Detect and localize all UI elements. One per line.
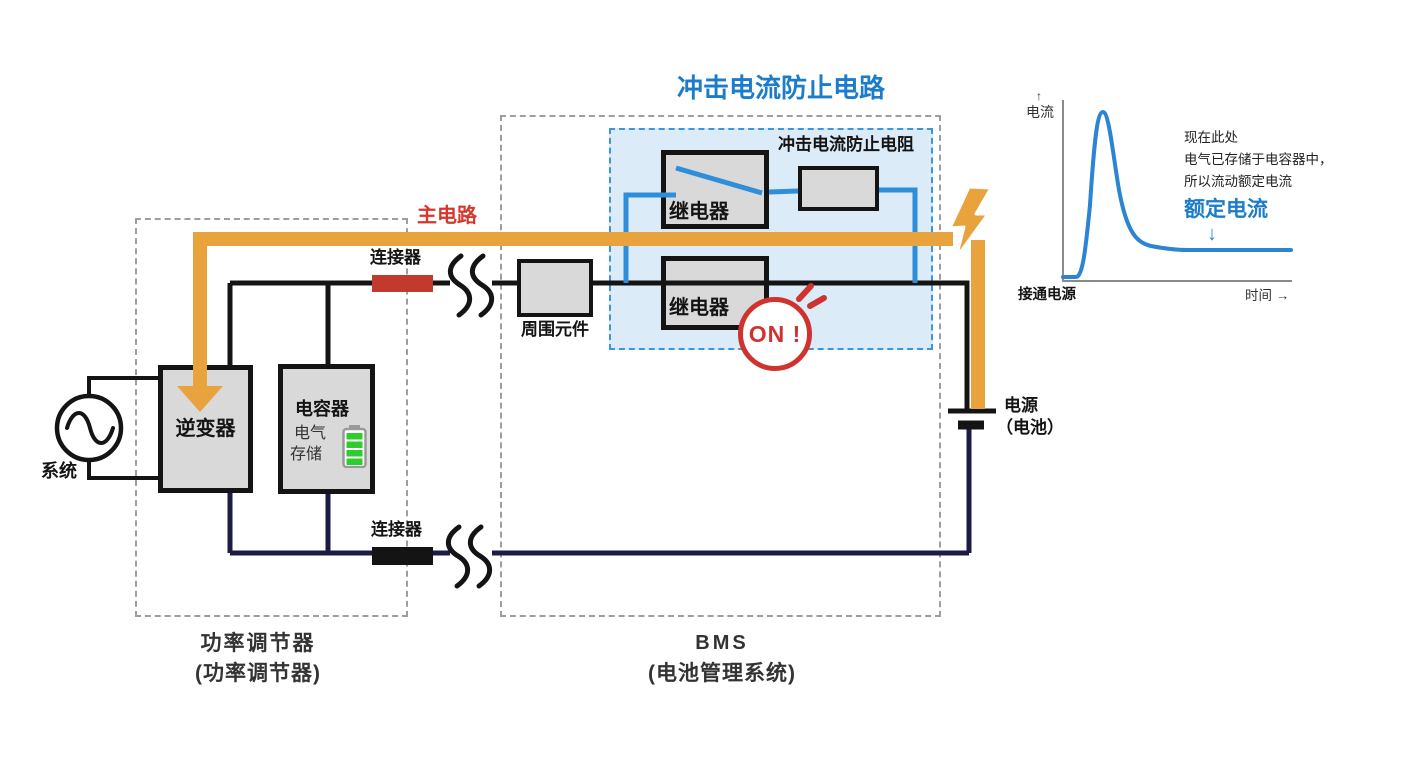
connector-bottom-icon [372,547,433,565]
peripheral-label: 周围元件 [521,320,589,339]
inrush-current-chart [1061,100,1293,282]
inverter-label: 逆变器 [175,418,236,440]
relay-top-label: 继电器 [669,201,729,223]
current-curve [1061,109,1293,279]
chart-note-line2: 电气已存储于电容器中， [1184,152,1333,167]
relay-open-switch-arm [675,165,763,196]
on-badge-label: ON ! [748,320,802,347]
chart-note-line1: 现在此处 [1184,130,1238,145]
main-circuit-label: 主电路 [417,205,477,227]
bms-caption-line1: BMS [695,632,749,654]
battery-icon [342,425,367,468]
capacitor-label: 电容器 [295,399,349,419]
relay-bottom-label: 继电器 [669,297,729,319]
peripheral-box [517,259,593,317]
inrush-resistor-box [798,166,879,211]
power-label-line2: （电池） [996,418,1064,437]
spark-marks [796,283,827,309]
chart-rated-current-arrow: ↓ [1207,223,1217,245]
chart-xlabel: 时间 → [1245,288,1290,303]
dc-wire-black [227,280,970,409]
bms-region [500,115,941,617]
chart-note-line3: 所以流动额定电流 [1184,174,1292,189]
capacitor-store-line2: 存储 [290,446,323,463]
chart-axes [1062,100,1292,282]
power-conditioner-region [135,218,408,617]
bms-caption-line2: (电池管理系统) [648,662,796,685]
connector-bottom-label: 连接器 [371,520,422,539]
chart-ylabel: 电流 [1026,104,1054,120]
chart-rated-current-label: 额定电流 [1184,198,1268,221]
capacitor-store-line1: 电气 [294,425,327,442]
lightning-bolt-icon [948,185,993,260]
pcs-caption-line2: (功率调节器) [195,662,321,685]
main-circuit-arrowhead [177,386,223,412]
inrush-circuit-title: 冲击电流防止电路 [676,73,885,103]
pcs-caption-line1: 功率调节器 [200,632,316,655]
wire-break-squiggle-bottom [445,524,493,589]
chart-origin-label: 接通电源 [1018,287,1076,303]
chart-y-axis-arrow: ↑ [1036,89,1042,103]
dc-wire-navy [227,429,972,556]
relay-bottom-box [661,256,769,330]
ac-source-leads [87,376,158,480]
inrush-bypass-wire-blue [623,165,918,283]
connector-top-icon [372,275,433,292]
system-label: 系统 [41,461,77,481]
ac-source-icon [54,393,124,463]
on-badge: ON ! [738,297,812,371]
inrush-resistor-label: 冲击电流防止电阻 [778,135,914,154]
wire-break-squiggle-top [447,253,495,318]
battery-symbol [948,408,996,430]
connector-top-label: 连接器 [370,248,421,267]
main-circuit-path-orange [177,232,985,412]
power-label-line1: 电源 [1004,396,1038,415]
